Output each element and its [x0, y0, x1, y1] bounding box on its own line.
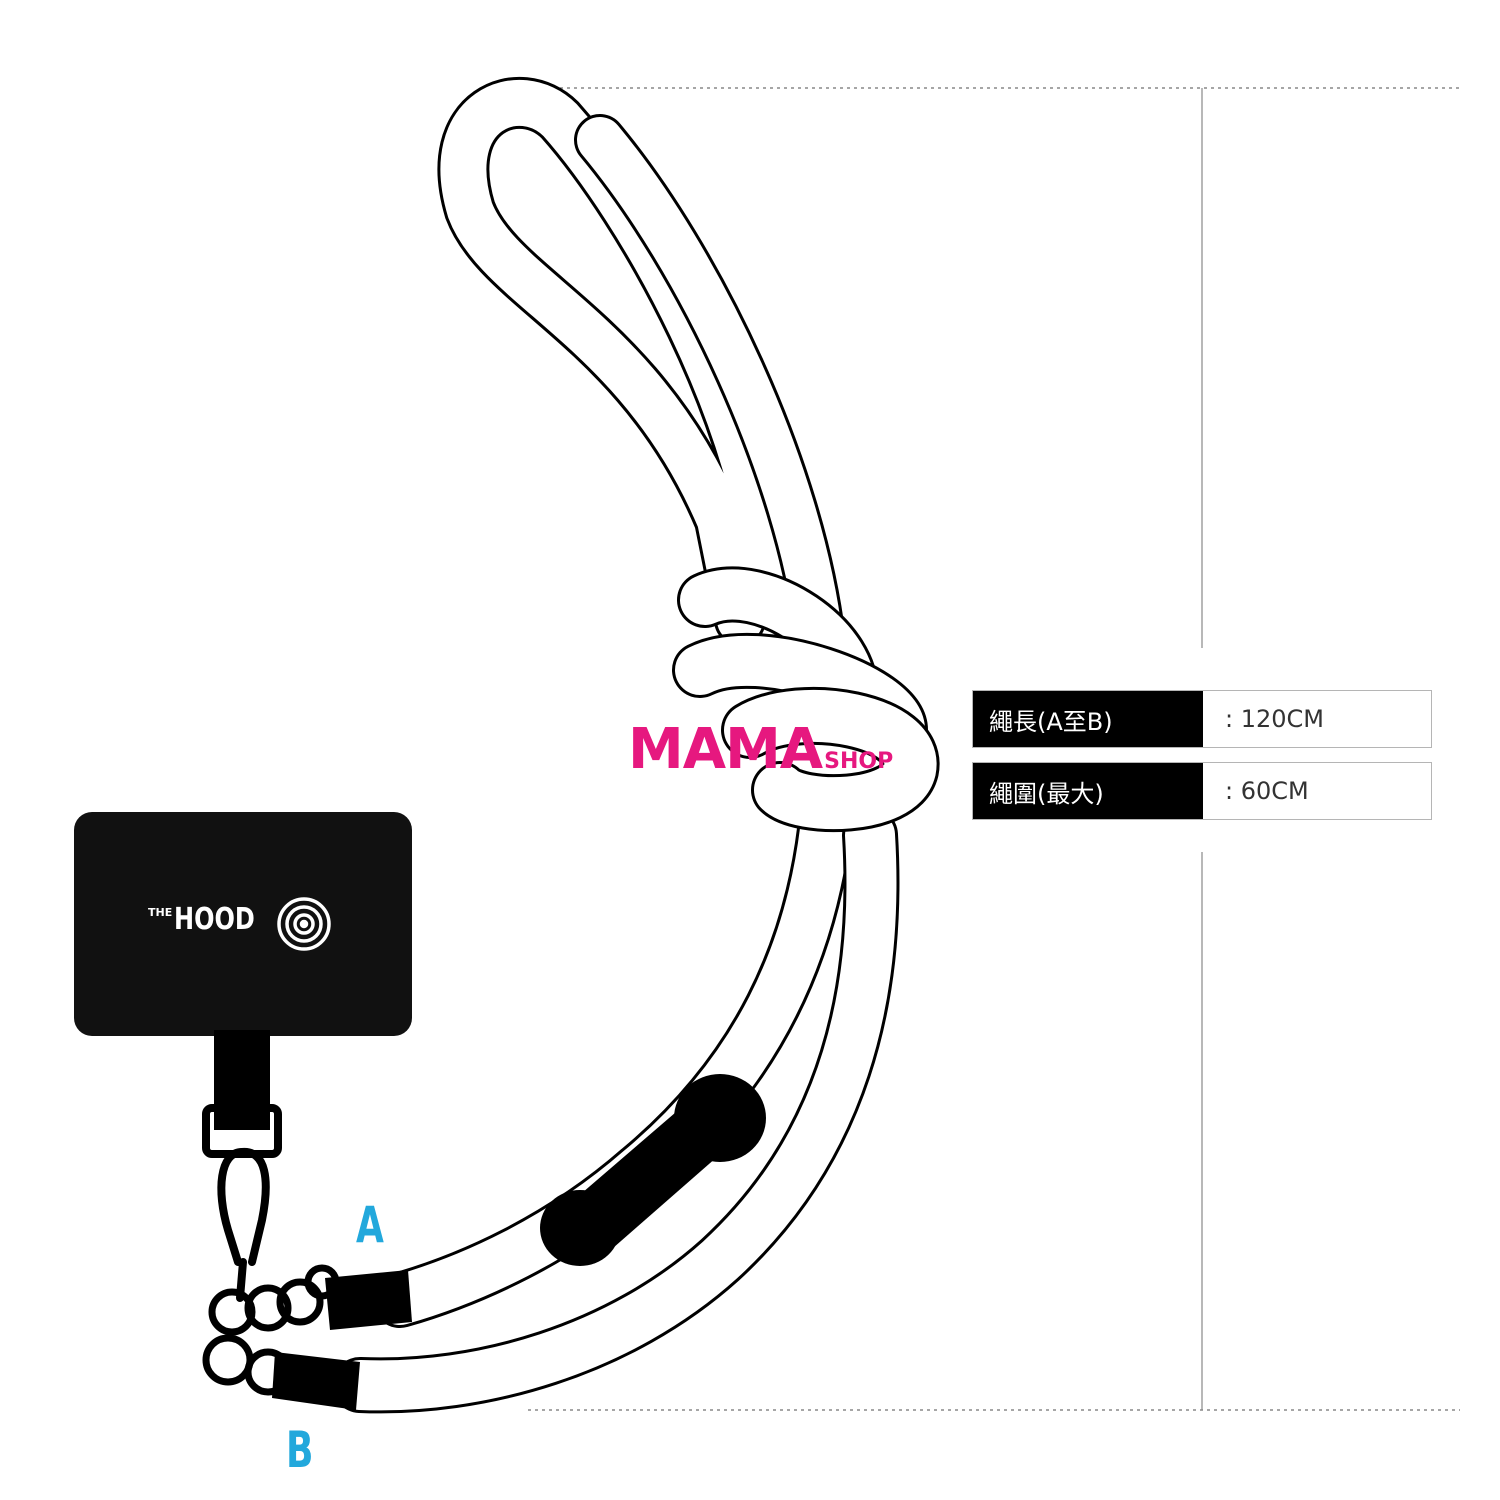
brand-prefix: THE [148, 906, 173, 919]
carabiner-clip [217, 1147, 270, 1302]
split-rings [202, 1264, 340, 1396]
ring-4 [202, 1334, 254, 1386]
dimension-guides [528, 87, 1460, 1411]
label-a: A [356, 1196, 384, 1254]
ring-5 [244, 1348, 292, 1396]
spec-value-length: : 120CM [1225, 705, 1324, 733]
patch-card [74, 812, 412, 1036]
ring-3 [276, 1278, 324, 1326]
end-cap-a [325, 1270, 412, 1330]
watermark-main: MAMA [628, 717, 823, 782]
slider-body [568, 1100, 725, 1255]
watermark-logo: MAMASHOP [628, 722, 893, 778]
spec-key-circumference: 繩圍(最大) [973, 763, 1203, 819]
spec-key-length: 繩長(A至B) [973, 691, 1203, 747]
ring-6 [304, 1264, 340, 1300]
rope-end-caps [272, 1270, 412, 1410]
ring-1 [208, 1288, 256, 1336]
patch-strap [214, 1030, 270, 1130]
patch-loop [202, 1104, 282, 1158]
clip-swivel [236, 1258, 247, 1302]
label-b: B [286, 1421, 314, 1479]
phone-patch [74, 812, 412, 1158]
ring-2 [244, 1284, 292, 1332]
rope-slider [540, 1074, 766, 1266]
brand-name: HOOD [174, 902, 256, 937]
spec-row-length: 繩長(A至B) : 120CM [972, 690, 1432, 748]
rope-strand-b-fill [335, 810, 897, 1411]
spec-value-circumference: : 60CM [1225, 777, 1309, 805]
spiral-icon [277, 897, 331, 951]
rope [332, 77, 940, 1414]
clip-gate [238, 1147, 270, 1266]
brand-logo: THEHOOD [148, 905, 275, 935]
watermark-sub: SHOP [824, 749, 894, 774]
clip-hook [217, 1148, 246, 1266]
end-cap-b [272, 1352, 360, 1410]
rope-loop-inner-fill [577, 117, 843, 663]
spec-row-circumference: 繩圍(最大) : 60CM [972, 762, 1432, 820]
knot-coil-3-fill [724, 689, 937, 830]
